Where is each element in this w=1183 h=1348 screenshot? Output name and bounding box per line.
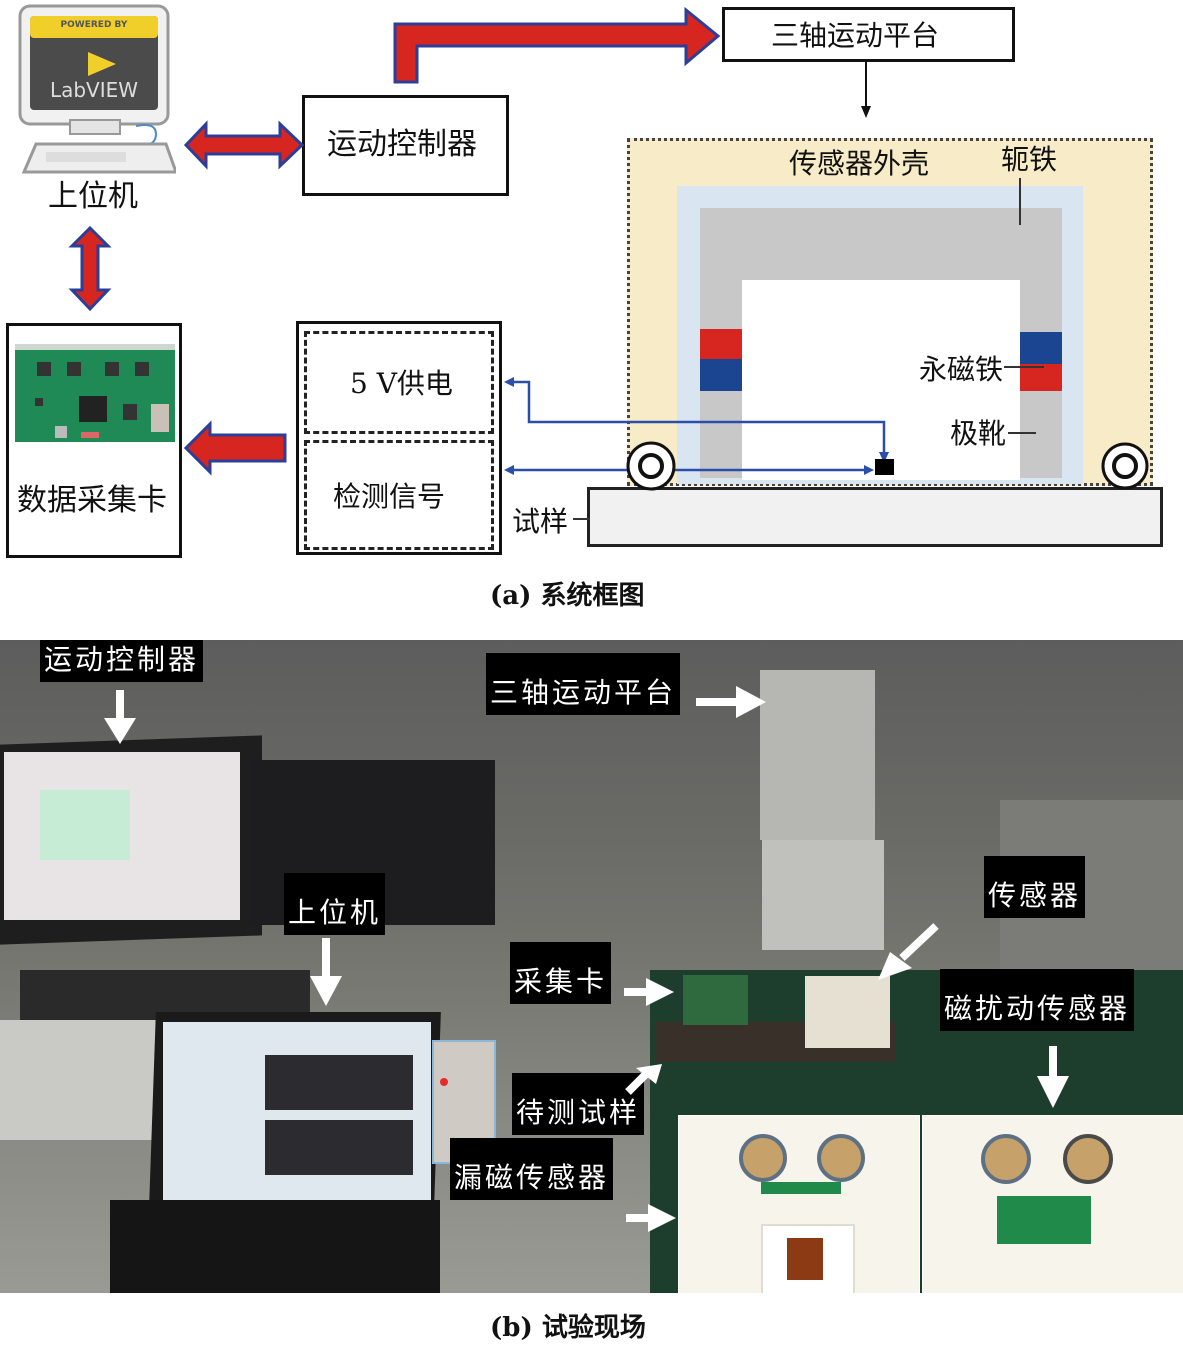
power-down-arrowhead [879,452,889,463]
diagram-connectors [68,6,1149,520]
host-daq-double-arrow [68,225,112,312]
host-controller-double-arrow [183,120,305,170]
host-pc-label: 上位机 [48,179,138,214]
stage-to-sensor-arrowhead [861,106,871,118]
arrow-sensor [878,923,939,980]
power-supply-label: 5 V供电 [350,367,453,400]
arrow-mfd-sensor [1037,1046,1069,1108]
pcb-strip [761,1182,841,1194]
caption-a-prefix: (a) [490,581,532,611]
magnet-right-red [1020,364,1062,391]
tag-mfl-sensor: 漏磁传感器 [450,1138,614,1200]
motion-controller-box: 运动控制器 [302,95,509,196]
right-wheel [1101,442,1149,490]
hall-sensor-chip [875,459,894,475]
tag-sensor: 传感器 [984,856,1086,918]
test-site-photo: 运动控制器 三轴运动平台 上位机 传感器 采集卡 磁扰动传感器 待测试样 漏磁传… [0,640,1183,1293]
magnet-left-red [700,329,742,359]
detection-signal-arrowhead-left [504,465,514,475]
tag-three-axis-stage: 三轴运动平台 [486,653,681,715]
laptop-plot-1 [265,1055,413,1110]
tag-daq-card: 采集卡 [510,942,612,1004]
left-monitor-window [40,790,130,860]
photo-arrows [104,686,1069,1232]
specimen-label: 试样 [512,505,569,538]
housing-label: 传感器外壳 [789,147,930,180]
power-supply-zone: 5 V供电 [304,331,494,434]
sensor-block [805,976,890,1048]
detection-signal-arrowhead-right [864,465,874,475]
tag-mfd-sensor: 磁扰动传感器 [940,969,1135,1031]
arrow-motion-controller [104,690,136,744]
coil [787,1238,823,1280]
tag-specimen: 待测试样 [512,1073,645,1135]
labview-logo-text: LabVIEW [49,78,139,102]
detection-signal-label: 检测信号 [333,480,446,513]
magnet-right-blue [1020,332,1062,364]
caption-b-text: 试验现场 [541,1313,646,1343]
system-diagram: POWERED BY LabVIEW 上位机 运动控制器 三轴运动平台 [0,0,1183,612]
magnet-label: 永磁铁 [919,353,1004,386]
left-wheel [626,441,676,491]
mfl-sensor-inset [678,1115,920,1293]
motion-controller-label: 运动控制器 [327,127,477,162]
signal-box: 5 V供电 检测信号 [296,321,502,555]
caption-a: (a) 系统框图 [490,575,645,612]
caption-b: (b) 试验现场 [490,1307,646,1344]
connector-left-1 [739,1134,787,1182]
instrument-rack [0,1020,160,1140]
magnet-left-blue [700,359,742,391]
arrow-daq-card [624,978,674,1006]
daq-card-box: 数据采集卡 [6,323,182,558]
tag-motion-controller: 运动控制器 [40,640,204,682]
three-axis-stage-box: 三轴运动平台 [722,7,1015,62]
connector-right-2 [1063,1134,1113,1184]
host-pc-icon: POWERED BY LabVIEW [16,4,179,174]
arrow-three-axis-stage [696,686,766,718]
connector-left-2 [817,1134,865,1182]
arrow-specimen [625,1064,662,1095]
detection-signal-zone: 检测信号 [304,440,494,550]
pole-shoe-label: 极靴 [950,417,1007,450]
arrow-host-pc [310,938,342,1006]
caption-a-text: 系统框图 [540,581,645,611]
laptop-plot-2 [265,1120,413,1175]
yoke-inner-gap [742,280,1020,480]
controller-stage-arrow [393,6,721,84]
signal-daq-arrow [183,420,287,476]
power-signal-line [512,380,886,462]
power-signal-arrowhead [504,377,514,387]
labview-powered-by: POWERED BY [60,20,128,30]
arrow-mfl-sensor [626,1204,676,1232]
tag-host-pc: 上位机 [284,873,386,935]
specimen-bar [587,487,1163,547]
pcb-board [997,1196,1091,1244]
stage-column [760,670,875,840]
power-led [440,1078,448,1086]
laptop-keyboard [110,1200,440,1293]
daq-board-image [15,344,175,442]
caption-b-prefix: (b) [490,1313,533,1343]
stage-carriage [762,840,884,950]
coil-cavity [761,1224,855,1293]
three-axis-stage-label: 三轴运动平台 [771,19,940,52]
daq-card-label: 数据采集卡 [17,483,167,518]
mfd-sensor-inset [922,1115,1183,1293]
daq-board [683,975,748,1025]
connector-right-1 [981,1134,1031,1184]
yoke-label: 轭铁 [1001,143,1058,176]
